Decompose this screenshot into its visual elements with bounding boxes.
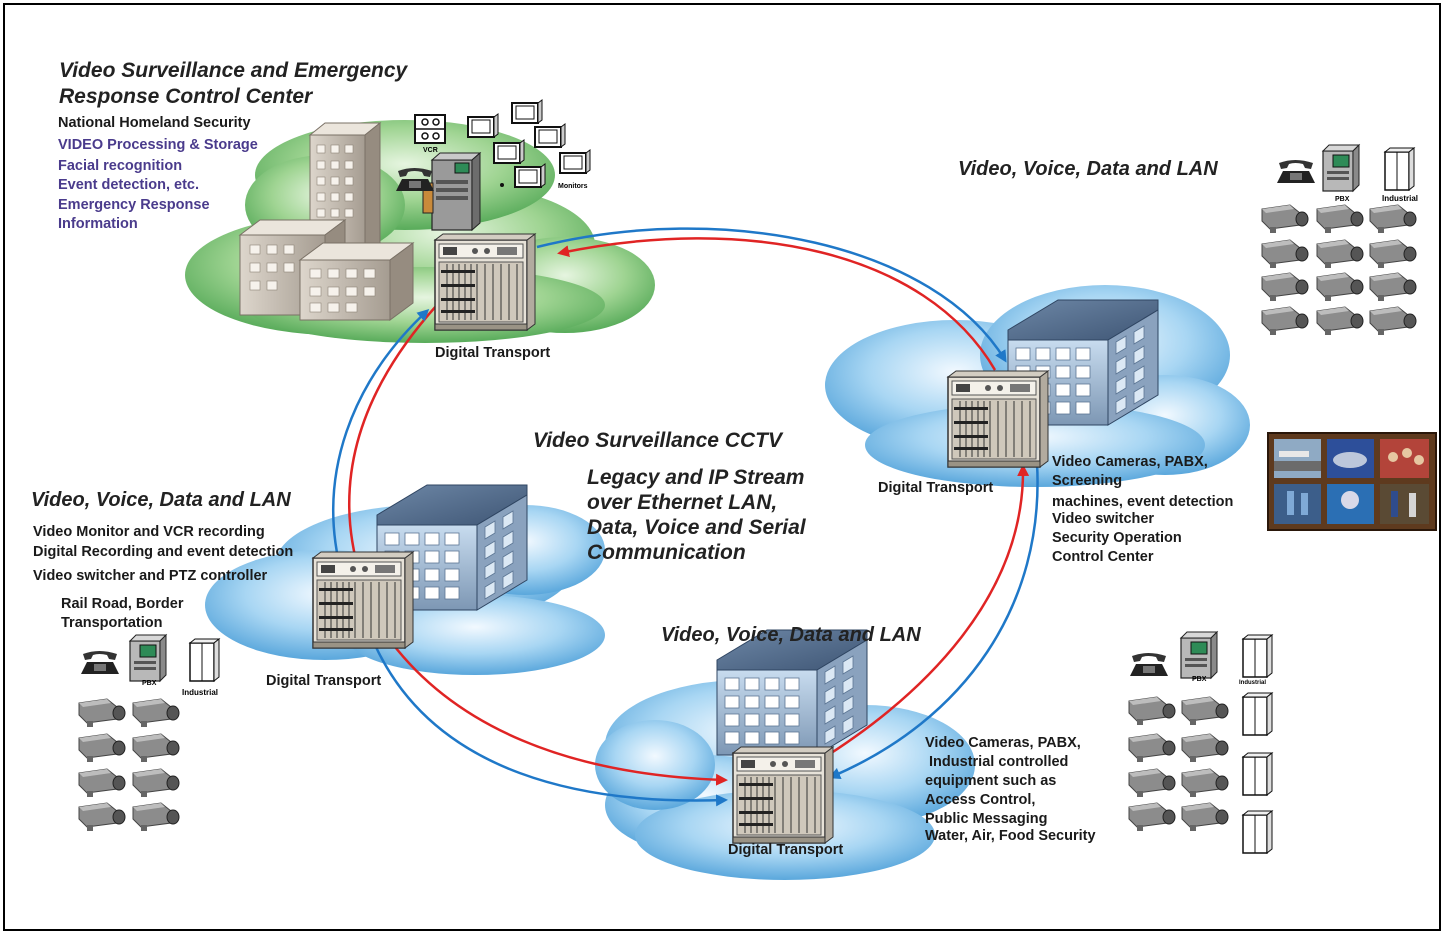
bottom-industrial-label: Industrial: [1239, 680, 1266, 686]
vcr-label: VCR: [423, 147, 438, 154]
right-desc-4: Video switcher: [1052, 511, 1155, 527]
bottom-industrial-icon-2: [1242, 692, 1273, 736]
left-industrial-icon: [189, 638, 220, 682]
bottom-industrial-icon-4: [1242, 810, 1273, 854]
bottom-pbx-icon: [1180, 631, 1218, 679]
transport-rack-left: [312, 551, 414, 649]
control-center-line-6: Information: [58, 216, 138, 232]
left-line-4: Rail Road, Border: [61, 596, 184, 612]
center-sub-3: Data, Voice and Serial: [587, 516, 806, 539]
control-center-line-5: Emergency Response: [58, 197, 210, 213]
left-pbx-label: PBX: [142, 680, 157, 687]
vcr-icon: [414, 114, 446, 144]
bottom-building: [716, 629, 868, 756]
bottom-desc-5: Public Messaging: [925, 811, 1048, 827]
top-transport-label: Digital Transport: [435, 345, 551, 361]
network-diagram: VCR Monitors: [78, 99, 1437, 880]
bottom-phone-icon: [1130, 653, 1168, 676]
left-transport-label: Digital Transport: [266, 673, 382, 689]
left-line-1: Video Monitor and VCR recording: [33, 524, 265, 540]
right-phone-icon: [1277, 160, 1315, 183]
right-camera-grid: [1261, 204, 1417, 336]
control-center-buildings: [238, 121, 415, 321]
bottom-desc-6: Water, Air, Food Security: [925, 828, 1096, 844]
bottom-desc-1: Video Cameras, PABX,: [925, 735, 1081, 751]
right-desc-5: Security Operation: [1052, 530, 1182, 546]
control-center-line-1: National Homeland Security: [58, 115, 251, 131]
monitors-label: Monitors: [558, 183, 588, 190]
control-center-title-2: Response Control Center: [59, 85, 313, 108]
control-center-title-1: Video Surveillance and Emergency: [59, 59, 408, 82]
right-desc-1: Video Cameras, PABX,: [1052, 454, 1208, 470]
bottom-desc-2: Industrial controlled: [925, 754, 1069, 770]
ring-links: [332, 227, 1039, 807]
bottom-transport-label: Digital Transport: [728, 842, 844, 858]
transport-rack-right: [947, 370, 1049, 468]
right-desc-3: machines, event detection: [1052, 494, 1234, 510]
right-transport-label: Digital Transport: [878, 480, 994, 496]
bottom-desc-4: Access Control,: [925, 792, 1036, 808]
right-industrial-icon: [1384, 147, 1415, 191]
left-line-5: Transportation: [61, 615, 163, 631]
left-line-2: Digital Recording and event detection: [33, 544, 294, 560]
left-phone-icon: [81, 651, 119, 674]
transport-rack-bottom: [732, 746, 834, 844]
bottom-industrial-icon-1: [1242, 634, 1273, 678]
right-industrial-label: Industrial: [1382, 194, 1418, 203]
right-site-heading: Video, Voice, Data and LAN: [958, 158, 1218, 180]
left-industrial-label: Industrial: [182, 688, 218, 697]
left-site-heading: Video, Voice, Data and LAN: [31, 489, 291, 511]
right-pbx-label: PBX: [1335, 196, 1350, 203]
server-cabinet-icon: [422, 151, 482, 232]
left-camera-grid: [78, 698, 180, 832]
right-desc-2: Screening: [1052, 473, 1123, 489]
center-title: Video Surveillance CCTV: [533, 429, 782, 452]
bottom-desc-3: equipment such as: [925, 773, 1057, 789]
bottom-site-heading: Video, Voice, Data and LAN: [661, 624, 921, 646]
center-sub-1: Legacy and IP Stream: [587, 466, 805, 489]
right-desc-6: Control Center: [1052, 549, 1154, 565]
transport-rack-top: [434, 233, 536, 331]
left-line-3: Video switcher and PTZ controller: [33, 568, 268, 584]
monitors-icon: [467, 99, 591, 188]
video-wall-image: [1267, 432, 1437, 531]
bottom-industrial-icon-3: [1242, 752, 1273, 796]
center-sub-4: Communication: [587, 541, 746, 564]
control-center-line-2: VIDEO Processing & Storage: [58, 137, 258, 153]
control-center-line-4: Event detection, etc.: [58, 177, 200, 193]
bottom-camera-grid: [1128, 696, 1229, 832]
center-sub-2: over Ethernet LAN,: [587, 491, 778, 514]
control-center-line-3: Facial recognition: [58, 158, 183, 174]
diagram-frame: VCR Monitors: [3, 3, 1441, 931]
right-pbx-icon: [1322, 144, 1360, 192]
bottom-pbx-label: PBX: [1192, 676, 1207, 683]
left-pbx-icon: [129, 634, 167, 682]
